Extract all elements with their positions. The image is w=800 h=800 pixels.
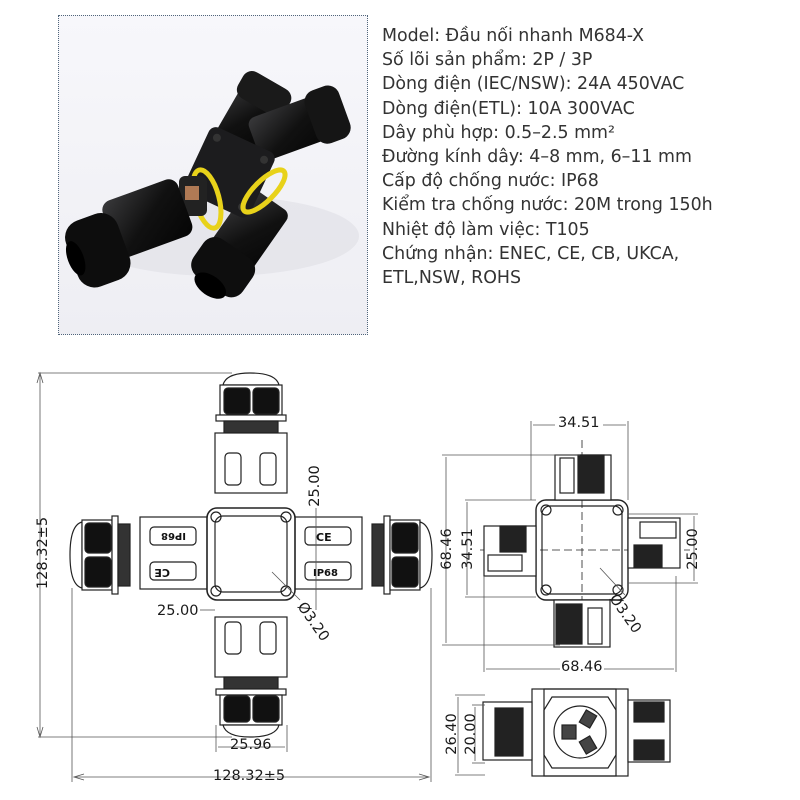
top-view-drawing <box>442 421 698 672</box>
spec-waterproof-test: Kiểm tra chống nước: 20M trong 150h <box>382 195 713 216</box>
front-view-drawing <box>36 371 433 782</box>
dim-front-overall-width: 128.32±5 <box>213 768 286 784</box>
dim-top-body-height: 34.51 <box>460 528 476 570</box>
svg-text:CE: CE <box>316 531 332 544</box>
dim-top-overall-width: 68.46 <box>561 659 603 675</box>
dim-top-body-width: 34.51 <box>558 415 600 431</box>
ip68-label-left: IP68 <box>161 530 186 541</box>
dim-front-arm-width-left: 25.00 <box>157 603 199 619</box>
dim-side-inner-height: 20.00 <box>463 713 479 755</box>
svg-text:CE: CE <box>154 566 170 579</box>
connector-photo-illustration <box>59 16 367 334</box>
dim-front-overall-height: 128.32±5 <box>35 516 51 590</box>
spec-list: Model: Đầu nối nhanh M684-X Số lõi sản p… <box>382 24 792 290</box>
dim-top-arm-width: 25.00 <box>685 528 701 570</box>
spec-current-etl: Dòng điện(ETL): 10A 300VAC <box>382 98 635 119</box>
svg-text:IP68: IP68 <box>313 568 338 579</box>
spec-current-iec: Dòng điện (IEC/NSW): 24A 450VAC <box>382 74 685 95</box>
spec-model: Model: Đầu nối nhanh M684-X <box>382 26 645 46</box>
product-photo <box>58 15 368 335</box>
spec-wire-diameter: Đường kính dây: 4–8 mm, 6–11 mm <box>382 147 692 168</box>
dim-side-outer-height: 26.40 <box>444 713 460 755</box>
spec-waterproof-rating: Cấp độ chống nước: IP68 <box>382 171 599 192</box>
side-view-drawing <box>455 688 671 777</box>
spec-certifications: Chứng nhận: ENEC, CE, CB, UKCA, <box>382 243 680 264</box>
dim-front-gland-width: 25.96 <box>230 737 272 753</box>
spec-certifications-cont: ETL,NSW, ROHS <box>382 268 522 289</box>
dim-front-arm-width-top: 25.00 <box>307 465 323 507</box>
spec-core-count: Số lõi sản phẩm: 2P / 3P <box>382 50 593 71</box>
dim-top-overall-height: 68.46 <box>439 528 455 570</box>
spec-working-temperature: Nhiệt độ làm việc: T105 <box>382 219 590 240</box>
spec-wire-gauge: Dây phù hợp: 0.5–2.5 mm² <box>382 122 615 143</box>
